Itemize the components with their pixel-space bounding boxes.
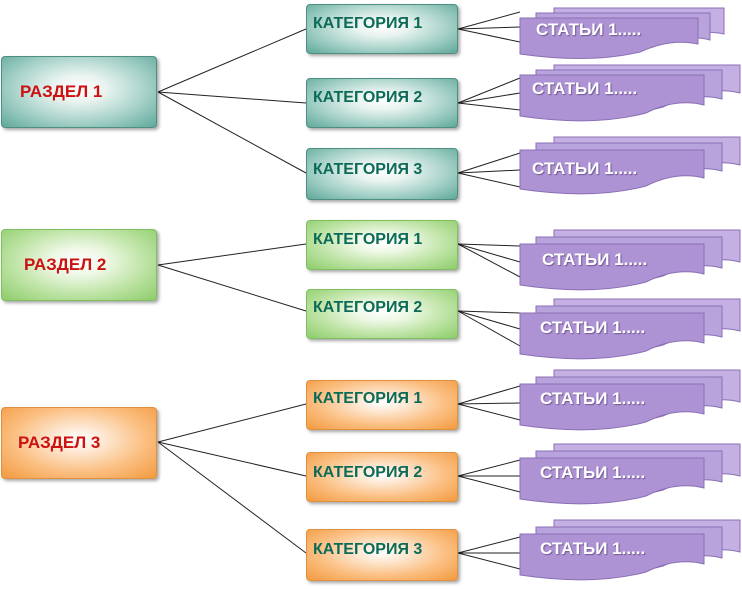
articles-label: СТАТЬИ 1.....: [532, 159, 638, 178]
articles-label: СТАТЬИ 1.....: [532, 79, 638, 98]
articles-label: СТАТЬИ 1.....: [536, 20, 642, 39]
connector-line: [157, 403, 307, 443]
category-label: КАТЕГОРИЯ 2: [313, 464, 423, 481]
connector-line: [157, 441, 307, 554]
articles-label: СТАТЬИ 1.....: [540, 463, 646, 482]
connector-line: [157, 264, 307, 312]
articles-stack: СТАТЬИ 1.....: [518, 63, 741, 125]
fanout-s3c3: [457, 536, 521, 570]
category-label: КАТЕГОРИЯ 3: [313, 161, 423, 178]
section-2-label: РАЗДЕЛ 2: [24, 255, 107, 274]
document-stack-icon: [519, 519, 741, 581]
category-box: КАТЕГОРИЯ 1: [306, 220, 458, 270]
document-stack-icon: [519, 7, 725, 60]
document-stack-icon: [519, 369, 741, 431]
articles-label: СТАТЬИ 1.....: [542, 250, 648, 269]
section-3-box: РАЗДЕЛ 3: [1, 407, 157, 479]
connector-line: [157, 441, 307, 477]
articles-label: СТАТЬИ 1.....: [540, 539, 646, 558]
category-label: КАТЕГОРИЯ 2: [313, 89, 423, 106]
section-1-label: РАЗДЕЛ 1: [20, 82, 103, 101]
articles-stack: СТАТЬИ 1.....: [518, 368, 741, 431]
fanout-s2c2: [457, 310, 521, 347]
articles-stack: СТАТЬИ 1.....: [518, 228, 741, 291]
category-box: КАТЕГОРИЯ 2: [306, 289, 458, 339]
articles-stack: СТАТЬИ 1.....: [518, 0, 728, 62]
connector-line: [157, 243, 307, 266]
category-label: КАТЕГОРИЯ 1: [313, 390, 423, 407]
connector-line: [157, 91, 307, 104]
category-box: КАТЕГОРИЯ 2: [306, 78, 458, 128]
category-box: КАТЕГОРИЯ 1: [306, 380, 458, 430]
connector-line: [157, 28, 307, 93]
document-stack-icon: [519, 64, 741, 122]
category-label: КАТЕГОРИЯ 1: [313, 15, 423, 32]
section-3-label: РАЗДЕЛ 3: [18, 433, 101, 452]
fanout-s3c1: [457, 385, 521, 421]
fanout-s3c2: [457, 459, 521, 493]
connector-line: [157, 91, 307, 174]
articles-stack: СТАТЬИ 1.....: [518, 442, 741, 505]
fanout-s1c1: [457, 11, 521, 43]
articles-stack: СТАТЬИ 1.....: [518, 518, 741, 581]
section-1-box: РАЗДЕЛ 1: [1, 56, 157, 128]
category-box: КАТЕГОРИЯ 1: [306, 4, 458, 54]
category-label: КАТЕГОРИЯ 2: [313, 299, 423, 316]
category-label: КАТЕГОРИЯ 3: [313, 541, 423, 558]
document-stack-icon: [519, 136, 741, 195]
articles-label: СТАТЬИ 1.....: [540, 389, 646, 408]
category-label: КАТЕГОРИЯ 1: [313, 231, 423, 248]
document-stack-icon: [519, 443, 741, 505]
articles-label: СТАТЬИ 1.....: [540, 318, 646, 337]
category-box: КАТЕГОРИЯ 2: [306, 452, 458, 502]
category-box: КАТЕГОРИЯ 3: [306, 529, 458, 581]
document-stack-icon: [519, 229, 741, 291]
section-2-box: РАЗДЕЛ 2: [1, 229, 157, 301]
category-box: КАТЕГОРИЯ 3: [306, 148, 458, 200]
fanout-s1c3: [457, 152, 521, 188]
fanout-s1c2: [457, 77, 521, 111]
articles-stack: СТАТЬИ 1.....: [518, 297, 741, 360]
document-stack-icon: [519, 298, 741, 360]
articles-stack: СТАТЬИ 1.....: [518, 135, 741, 197]
fanout-s2c1: [457, 243, 521, 278]
